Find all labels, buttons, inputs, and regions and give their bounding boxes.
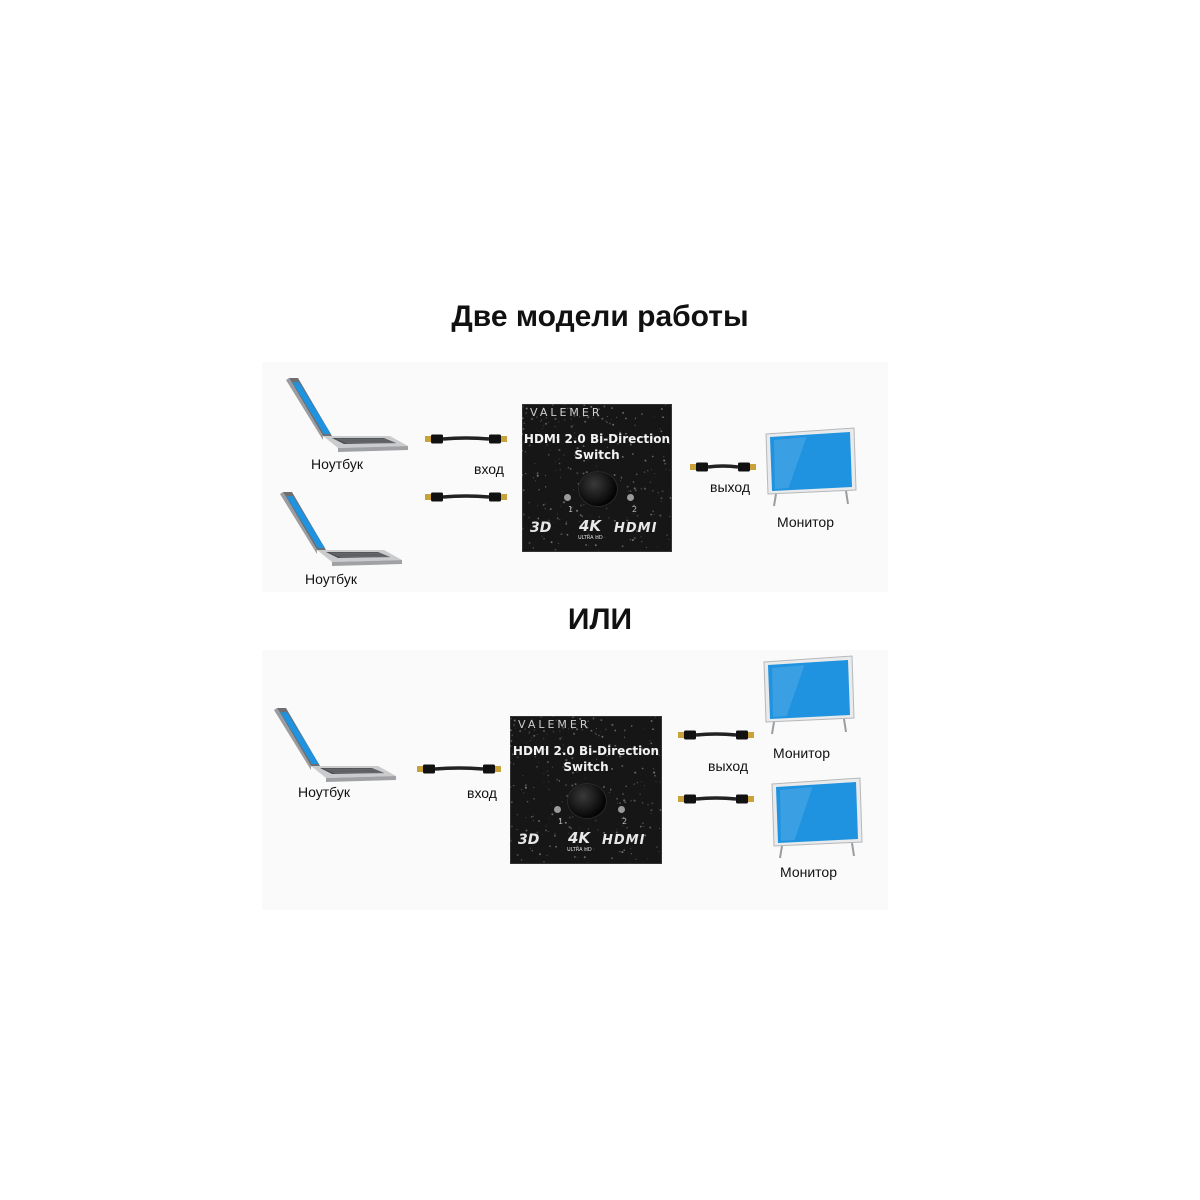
led-number: 2 <box>622 817 628 826</box>
device-title: HDMI 2.0 Bi-Direction <box>523 432 671 446</box>
device-title: HDMI 2.0 Bi-Direction <box>512 744 660 758</box>
hdmi-cable-icon <box>678 726 754 744</box>
hdmi-cable-icon <box>425 430 507 448</box>
laptop-icon <box>286 376 408 454</box>
logo-4k: 4K <box>568 829 591 847</box>
page-title: Две модели работы <box>451 300 749 333</box>
switch-button <box>579 472 617 506</box>
led-indicator <box>554 806 561 813</box>
laptop-label: Ноутбук <box>305 571 357 587</box>
input-label: вход <box>467 785 497 801</box>
hdmi-cable-icon <box>417 760 501 778</box>
monitor-label: Монитор <box>777 514 834 530</box>
device-brand: VALEMER <box>518 718 591 731</box>
monitor-icon <box>771 777 863 860</box>
device-brand: VALEMER <box>530 406 603 419</box>
hdmi-switch-icon: VALEMER HDMI 2.0 Bi-Direction Switch 1 2… <box>510 716 662 864</box>
led-number: 2 <box>632 505 638 514</box>
hdmi-cable-icon <box>678 790 754 808</box>
led-number: 1 <box>568 505 574 514</box>
logo-hdmi: HDMI <box>614 521 658 536</box>
laptop-label: Ноутбук <box>298 784 350 800</box>
monitor-label: Монитор <box>773 745 830 761</box>
laptop-icon <box>274 706 396 784</box>
input-label: вход <box>474 461 504 477</box>
hdmi-switch-icon: VALEMER HDMI 2.0 Bi-Direction Switch 1 2… <box>522 404 672 552</box>
logo-4k: 4K <box>579 517 602 535</box>
monitor-icon <box>765 427 857 508</box>
device-subtitle: Switch <box>563 760 609 774</box>
device-subtitle: Switch <box>574 448 620 462</box>
led-indicator <box>627 494 634 501</box>
logo-hdmi: HDMI <box>602 833 646 848</box>
laptop-label: Ноутбук <box>311 456 363 472</box>
logo-3d: 3D <box>530 520 552 536</box>
laptop-icon <box>280 490 402 568</box>
monitor-label: Монитор <box>780 864 837 880</box>
output-label: выход <box>710 479 750 495</box>
output-label: выход <box>708 758 748 774</box>
hdmi-cable-icon <box>690 458 756 476</box>
monitor-icon <box>763 655 855 736</box>
logo-ultra-hd: ULTRA HD <box>567 847 592 853</box>
led-number: 1 <box>558 817 564 826</box>
or-divider-text: ИЛИ <box>567 603 633 636</box>
switch-button <box>568 784 606 818</box>
hdmi-cable-icon <box>425 488 507 506</box>
led-indicator <box>618 806 625 813</box>
logo-3d: 3D <box>518 832 540 848</box>
led-indicator <box>564 494 571 501</box>
logo-ultra-hd: ULTRA HD <box>578 535 603 541</box>
